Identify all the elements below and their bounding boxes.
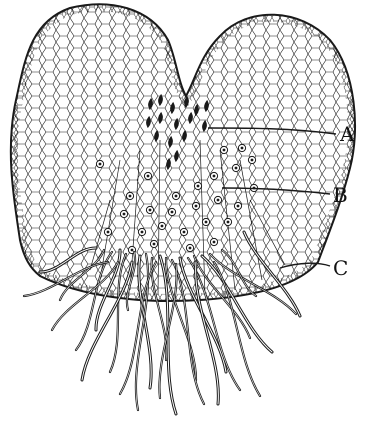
antheridium [126, 192, 133, 199]
label-c: C [333, 256, 348, 280]
antheridium [232, 164, 239, 171]
antheridium [210, 172, 217, 179]
archegonium-neck [203, 122, 206, 130]
antheridium [220, 146, 227, 153]
antheridium [104, 228, 111, 235]
archegonium-neck [185, 98, 188, 106]
antheridium [168, 208, 175, 215]
thallus [11, 4, 355, 301]
archegonium-neck [175, 152, 178, 160]
antheridium [194, 182, 201, 189]
label-b: B [333, 183, 348, 207]
antheridium [186, 244, 193, 251]
archegonium-neck [195, 106, 198, 114]
antheridium [144, 172, 151, 179]
antheridium [146, 206, 153, 213]
archegonium-neck [189, 114, 192, 122]
thallus-outline [11, 4, 355, 301]
archegonium-neck [169, 138, 172, 146]
antheridium [234, 202, 241, 209]
archegonium-neck [205, 102, 208, 110]
archegonium-neck [183, 132, 186, 140]
archegonium-neck [159, 96, 162, 104]
antheridium [96, 160, 103, 167]
antheridium [224, 218, 231, 225]
archegonium-neck [175, 120, 178, 128]
antheridium [150, 240, 157, 247]
label-a: A [339, 122, 355, 146]
archegonium-neck [149, 100, 152, 108]
archegonium-neck [155, 132, 158, 140]
antheridium [248, 156, 255, 163]
antheridium [192, 202, 199, 209]
antheridium [138, 228, 145, 235]
antheridium [238, 144, 245, 151]
antheridium [210, 238, 217, 245]
archegonium-neck [159, 114, 162, 122]
archegonium-neck [171, 104, 174, 112]
archegonium-neck [167, 160, 170, 168]
antheridium [214, 196, 221, 203]
antheridium [202, 218, 209, 225]
antheridium [120, 210, 127, 217]
archegonium-neck [147, 118, 150, 126]
antheridium [172, 192, 179, 199]
antheridium [180, 228, 187, 235]
antheridium [158, 222, 165, 229]
